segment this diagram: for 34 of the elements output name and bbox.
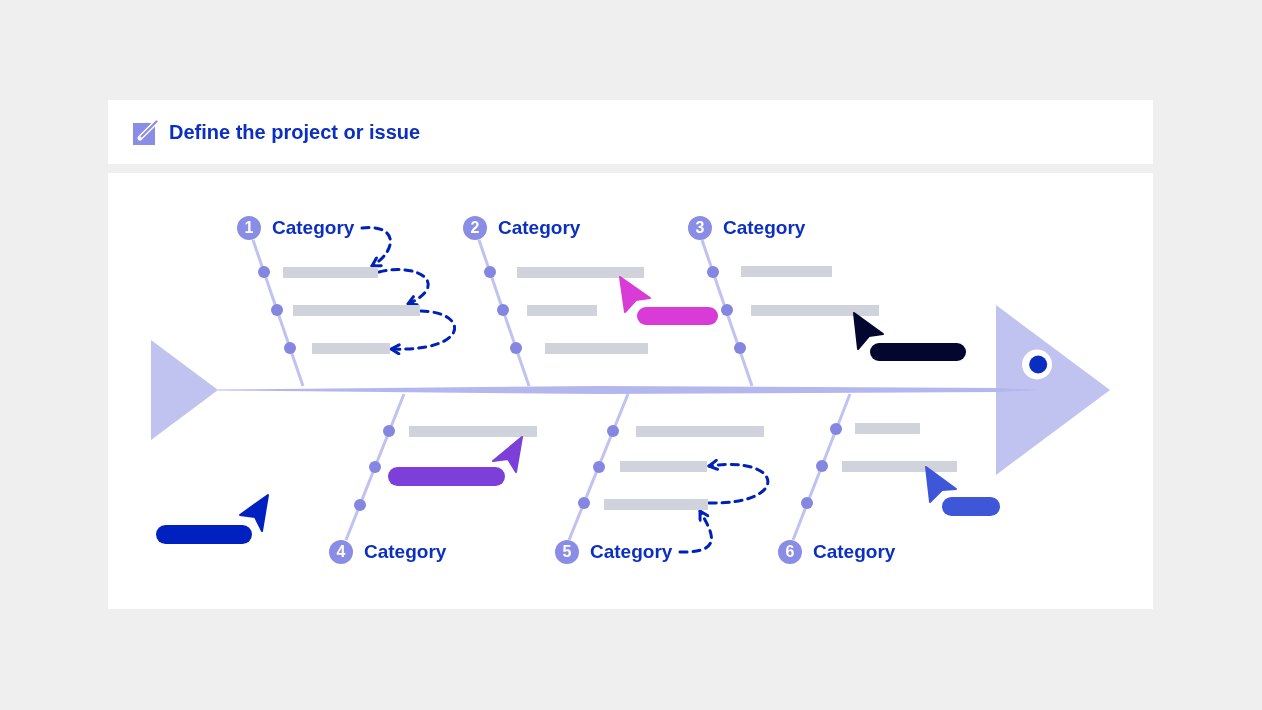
category-label: Category [272,216,355,240]
category-label: Category [723,216,806,240]
placeholder-bar [604,499,708,510]
category-label: Category [590,540,673,564]
placeholder-bar [741,266,832,277]
bone-line [477,239,531,387]
bone-line [567,393,630,541]
dashed-arrow [360,226,392,268]
dashed-arrow [377,268,430,306]
category-label: Category [364,540,447,564]
placeholder-bar [293,305,420,316]
placeholder-bar [545,343,648,354]
dashed-arrow [678,509,713,554]
bone-line [251,239,305,387]
placeholder-bar [620,461,707,472]
fish-tail [151,340,218,440]
bone-line [700,239,754,387]
dashed-arrow [707,459,770,505]
placeholder-bar [312,343,390,354]
dashed-arrow [389,309,457,355]
bone-line [791,393,852,541]
title-text: Define the project or issue [169,120,421,144]
placeholder-bar [283,267,378,278]
category-label: Category [498,216,581,240]
placeholder-bar [409,426,537,437]
bone-line [344,393,406,541]
placeholder-bar [855,423,920,434]
placeholder-bar [517,267,644,278]
category-label: Category [813,540,896,564]
placeholder-bar [527,305,597,316]
placeholder-bar [636,426,764,437]
placeholder-bar [842,461,957,472]
fish-head [996,305,1110,475]
placeholder-bar [751,305,879,316]
